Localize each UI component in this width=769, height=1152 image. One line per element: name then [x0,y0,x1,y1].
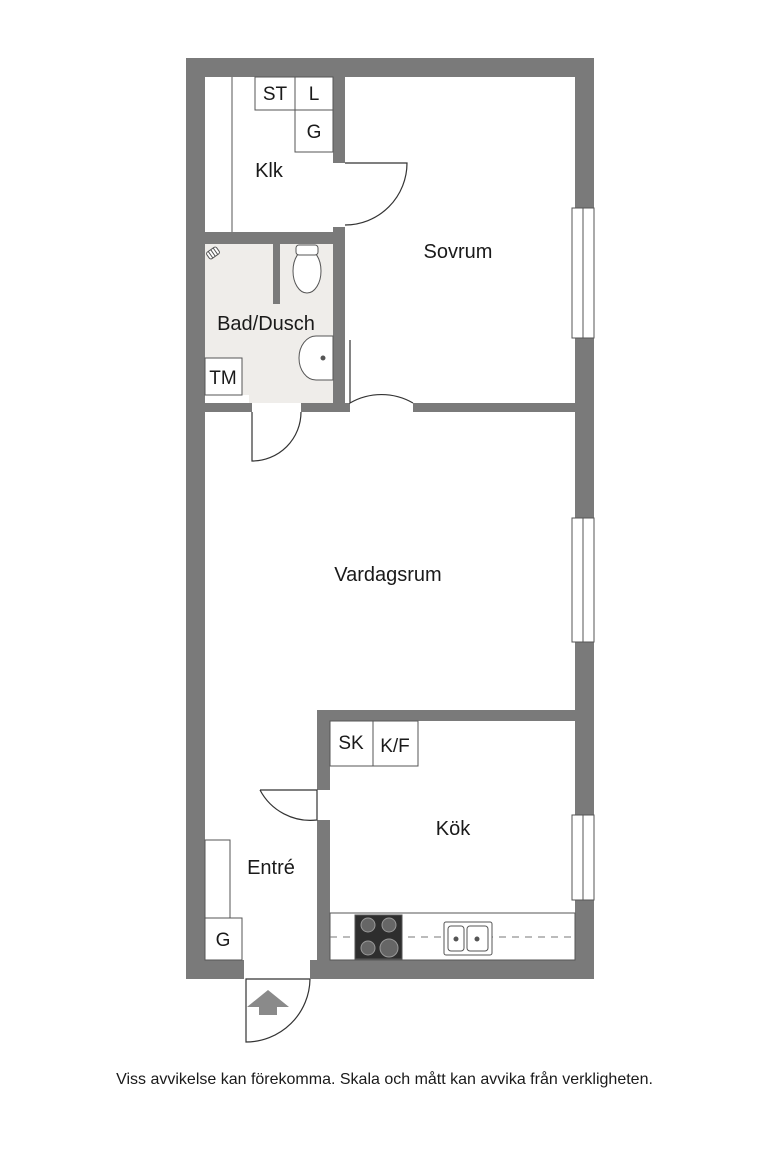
room-label-entre: Entré [247,857,295,879]
entre-closet [204,839,243,961]
door-entre [245,978,311,1043]
toilet-icon [292,248,322,294]
floor-plan: Klk Sovrum Bad/Dusch Vardagsrum Kök Entr… [186,58,595,1043]
room-label-sovrum: Sovrum [424,241,493,263]
bathroom-fixtures [204,244,334,396]
closet-fixtures [231,76,334,232]
fixture-label-st: ST [263,84,288,105]
fixture-label-tm: TM [209,368,236,389]
room-label-kok: Kök [436,818,471,840]
fixture-label-sk: SK [338,733,364,754]
fixture-label-kf: K/F [380,736,410,757]
disclaimer-text: Viss avvikelse kan förekomma. Skala och … [116,1071,653,1088]
room-label-klk: Klk [255,160,284,182]
outer-walls [186,58,594,979]
entrance-arrow-icon [247,990,289,1015]
shower-icon [206,246,220,260]
room-label-vardagsrum: Vardagsrum [334,564,441,586]
doors [245,162,414,1043]
interior-walls [205,77,575,960]
door-sovrum [349,340,414,405]
kitchen-fixtures [329,720,576,961]
sink-icon [298,335,334,381]
fixture-label-l: L [309,84,320,105]
door-klk [344,162,408,226]
fixture-label-g-closet: G [307,122,322,143]
windows [571,207,595,901]
door-kok [259,789,318,821]
room-label-bad: Bad/Dusch [217,313,315,335]
fixture-label-g-entre: G [216,930,231,951]
kitchen-sink-icon [443,921,493,956]
door-bad [251,411,302,462]
